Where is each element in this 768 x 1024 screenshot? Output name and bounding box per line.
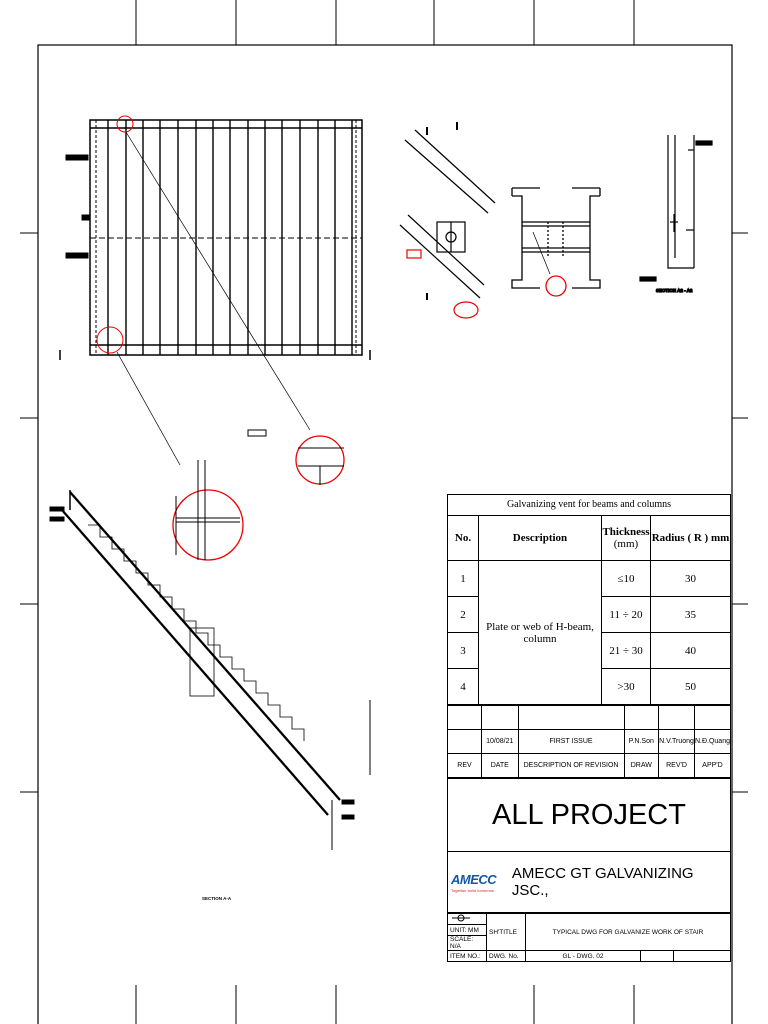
revision-empty-row bbox=[448, 705, 730, 730]
drawing-number: GL - DWG. 02 bbox=[525, 950, 641, 961]
vent-table-title: Galvanizing vent for beams and columns bbox=[448, 495, 730, 516]
revision-symbol bbox=[448, 913, 487, 925]
sheet-title: TYPICAL DWG FOR GALVANIZE WORK OF STAIR bbox=[525, 913, 730, 951]
section-a2-label: SECTION A2 - A2 bbox=[656, 288, 693, 293]
section-a2-detail: SECTION A2 - A2 bbox=[639, 135, 713, 294]
section-a1-detail bbox=[399, 122, 496, 319]
col-radius: Radius ( R ) mm bbox=[650, 516, 730, 561]
revision-table: 10/08/21 FIRST ISSUE P.N.Son N.V.Truong … bbox=[448, 705, 730, 778]
company-logo: AMECC Together build tomorrow bbox=[451, 871, 497, 893]
table-row: 2 11 ÷ 20 35 bbox=[448, 596, 730, 633]
col-thickness: Thickness (mm) bbox=[601, 516, 651, 561]
section-h-detail bbox=[511, 187, 601, 297]
description-cell: Plate or web of H-beam, column bbox=[478, 560, 602, 705]
table-row: 1 Plate or web of H-beam, column ≤10 30 bbox=[448, 560, 730, 705]
scale: SCALE: N/A bbox=[448, 935, 487, 951]
col-description: Description bbox=[478, 516, 602, 561]
revision-row: 10/08/21 FIRST ISSUE P.N.Son N.V.Truong … bbox=[448, 729, 730, 754]
section-aa-label: SECTION A-A bbox=[202, 896, 232, 901]
sheet-border bbox=[37, 44, 733, 1024]
grid-ticks bbox=[20, 0, 748, 1024]
company-name: AMECC GT GALVANIZING JSC., bbox=[511, 865, 694, 899]
col-no: No. bbox=[448, 516, 479, 561]
section-marker-icon bbox=[452, 914, 470, 922]
title-block: Galvanizing vent for beams and columns N… bbox=[447, 494, 731, 962]
revision-header-row: REV DATE DESCRIPTION OF REVISION DRAW RE… bbox=[448, 753, 730, 778]
plan-view bbox=[59, 115, 371, 466]
company-block: AMECC Together build tomorrow AMECC GT G… bbox=[448, 852, 730, 913]
zoom-details bbox=[172, 429, 345, 561]
project-title: ALL PROJECT bbox=[448, 778, 730, 852]
drawing-info-table: SH'TITLE TYPICAL DWG FOR GALVANIZE WORK … bbox=[448, 913, 730, 961]
item-no: ITEM NO.: bbox=[448, 950, 487, 961]
table-row: 4 >30 50 bbox=[448, 668, 730, 705]
stair-section-aa: SECTION A-A bbox=[49, 490, 371, 901]
vent-table: No. Description Thickness (mm) Radius ( … bbox=[448, 516, 730, 705]
unit: UNIT: MM bbox=[448, 924, 487, 936]
